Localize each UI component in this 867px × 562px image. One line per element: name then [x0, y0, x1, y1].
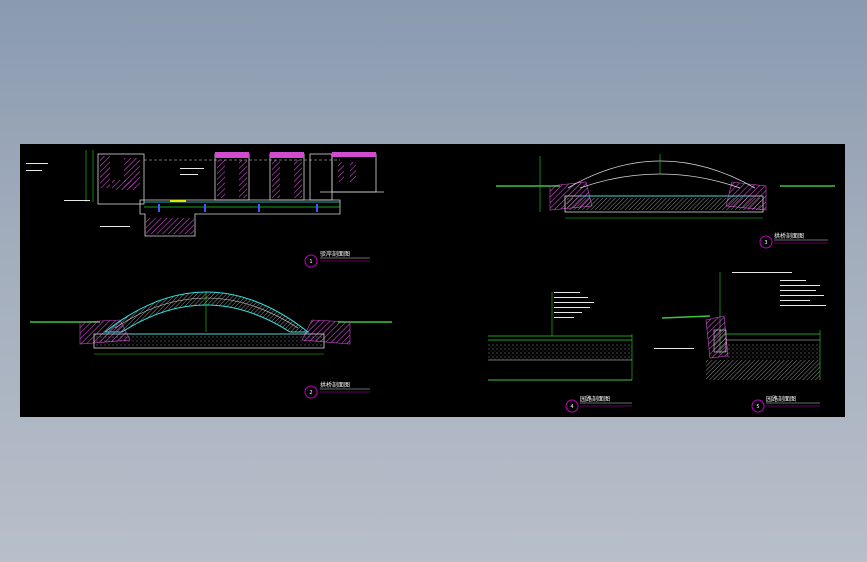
- detail-2-title-block[interactable]: 2 拱桥剖面图: [304, 381, 370, 399]
- detail-1-title-block[interactable]: 1 驳岸剖面图: [304, 250, 370, 268]
- detail-3-number: 3: [764, 240, 767, 246]
- detail-2-arch-bridge-section: 2 拱桥剖面图: [30, 291, 392, 399]
- detail-marker-icon: [304, 385, 318, 399]
- detail-5-title-block[interactable]: 5 园路剖面图: [751, 395, 820, 413]
- cad-drawing-canvas: 1 驳岸剖面图 2 拱桥剖面图: [26, 150, 835, 413]
- detail-marker-icon: [565, 399, 579, 413]
- detail-marker-icon: [759, 235, 773, 249]
- detail-3-arch-bridge-section: 3 拱桥剖面图: [496, 154, 835, 249]
- detail-marker-icon: [751, 399, 765, 413]
- detail-5-path-curb-section: 5 园路剖面图: [654, 272, 826, 413]
- cad-drawing-viewport[interactable]: 1 驳岸剖面图 2 拱桥剖面图: [20, 144, 845, 417]
- detail-2-title: 拱桥剖面图: [320, 381, 350, 389]
- detail-2-number: 2: [309, 390, 312, 396]
- detail-4-title: 园路剖面图: [580, 395, 610, 403]
- detail-4-title-block[interactable]: 4 园路剖面图: [565, 395, 632, 413]
- detail-4-path-section: 4 园路剖面图: [488, 292, 633, 413]
- detail-5-title: 园路剖面图: [766, 395, 796, 403]
- detail-1-title: 驳岸剖面图: [320, 250, 350, 258]
- detail-1-revetment-section: 1 驳岸剖面图: [26, 150, 384, 268]
- detail-3-title: 拱桥剖面图: [774, 232, 804, 240]
- detail-4-number: 4: [570, 404, 573, 410]
- detail-3-title-block[interactable]: 3 拱桥剖面图: [759, 232, 828, 249]
- detail-5-number: 5: [756, 404, 759, 410]
- detail-1-number: 1: [309, 259, 312, 265]
- detail-marker-icon: [304, 254, 318, 268]
